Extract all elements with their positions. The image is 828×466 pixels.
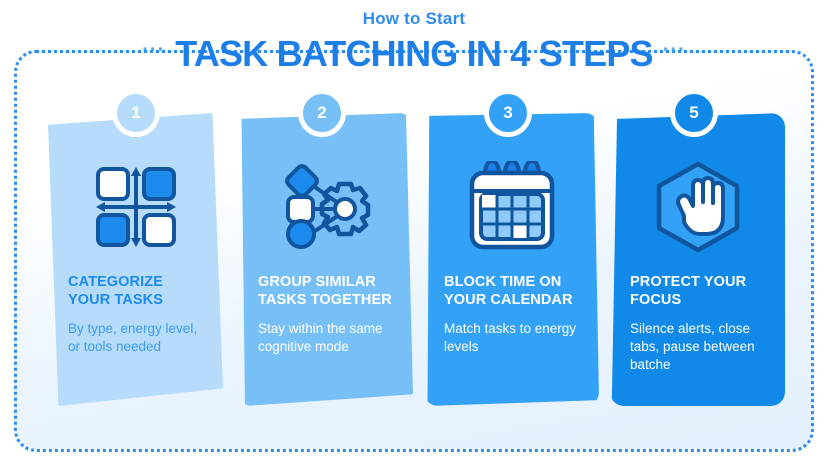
quadrant-matrix-icon xyxy=(68,155,203,259)
step-description: By type, energy level, or tools needed xyxy=(68,321,198,354)
step-description: Silence alerts, close tabs, pause betwee… xyxy=(630,321,755,372)
step-title: BLOCK TIME ON YOUR CALENDAR xyxy=(444,274,573,308)
header: How to Start ··· TASK BATCHING IN 4 STEP… xyxy=(0,8,828,75)
step-card-4[interactable]: PROTECT YOUR FOCUS Silence alerts, close… xyxy=(611,113,785,406)
step-badge-2: 2 xyxy=(298,89,346,137)
step-card-1[interactable]: CATEGORIZE YOUR TASKS By type, energy le… xyxy=(48,113,223,406)
step-badge-3: 3 xyxy=(484,89,532,137)
step-title: GROUP SIMILAR TASKS TOGETHER xyxy=(258,274,392,308)
page-title: TASK BATCHING IN 4 STEPS xyxy=(175,33,653,74)
kicker-text: How to Start xyxy=(362,9,466,28)
step-badge-1: 1 xyxy=(112,89,160,137)
step-description: Match tasks to energy levels xyxy=(444,321,577,354)
right-dots-decoration: ··· xyxy=(662,38,686,61)
step-title: CATEGORIZE YOUR TASKS xyxy=(68,274,163,308)
step-badge-4: 5 xyxy=(670,89,718,137)
calendar-icon xyxy=(444,155,579,259)
title-row: ··· TASK BATCHING IN 4 STEPS ··· xyxy=(0,33,828,75)
step-title: PROTECT YOUR FOCUS xyxy=(630,274,747,308)
left-dots-decoration: ··· xyxy=(142,38,166,61)
stop-hand-hexagon-icon xyxy=(630,155,765,259)
step-card-3[interactable]: BLOCK TIME ON YOUR CALENDAR Match tasks … xyxy=(427,113,599,406)
step-card-2[interactable]: GROUP SIMILAR TASKS TOGETHER Stay within… xyxy=(241,113,413,406)
step-description: Stay within the same cognitive mode xyxy=(258,321,383,354)
gear-network-icon xyxy=(258,155,393,259)
